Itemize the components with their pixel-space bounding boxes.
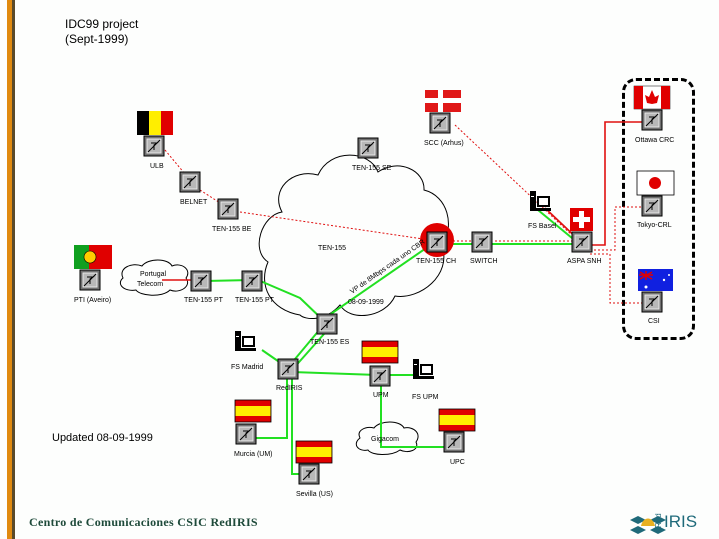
router-aspa-icon xyxy=(571,231,593,253)
link-upm-upc-green xyxy=(380,380,446,448)
label-ottawa: Ottawa CRC xyxy=(635,137,674,144)
router-sevilla-icon xyxy=(298,463,320,485)
label-ten155-cloud: TEN-155 xyxy=(318,245,346,252)
router-switch-icon xyxy=(471,231,493,253)
label-ten155be: TEN-155 BE xyxy=(212,226,252,233)
router-ten155pt-b-icon xyxy=(241,270,263,292)
router-ulb-icon xyxy=(143,135,165,157)
spain-flag-upm xyxy=(361,340,399,364)
router-csi-icon xyxy=(641,291,663,313)
router-upm-icon xyxy=(369,365,391,387)
fs-madrid-pc-icon xyxy=(235,331,256,351)
footer-org: Centro de Comunicaciones CSIC RedIRIS xyxy=(29,515,258,529)
label-fs-basel: FS Basel xyxy=(528,223,557,230)
link-aspa-csi xyxy=(590,253,642,304)
link-basel-aspa-green xyxy=(537,209,579,244)
canada-flag xyxy=(633,85,671,110)
portugal-flag xyxy=(74,245,112,269)
label-gigacom: Gigacom xyxy=(371,436,399,443)
label-ten155ch: TEN-155 CH xyxy=(416,258,456,265)
router-pti-icon xyxy=(79,269,101,291)
spain-flag-murcia xyxy=(234,399,272,423)
label-pti: PTI (Aveiro) xyxy=(74,297,111,304)
denmark-flag xyxy=(425,90,461,112)
label-portugal-2: Telecom xyxy=(137,281,163,288)
label-upc: UPC xyxy=(450,459,465,466)
router-ten155be-icon xyxy=(217,198,239,220)
link-rediris-murcia-green xyxy=(256,378,288,439)
rediris-logo-text: IRIS xyxy=(664,512,698,531)
updated-date: Updated 08-09-1999 xyxy=(52,432,153,444)
label-csi: CSI xyxy=(648,318,660,325)
rediris-logo xyxy=(630,516,666,534)
label-portugal-1: Portugal xyxy=(140,271,167,278)
router-ottawa-icon xyxy=(641,109,663,131)
label-sevilla: Sevilla (US) xyxy=(296,491,333,498)
label-ten155es: TEN-155 ES xyxy=(310,339,350,346)
router-upc-icon xyxy=(443,431,465,453)
router-ten155ch-icon xyxy=(426,231,448,253)
link-scc-aspa xyxy=(454,124,576,239)
router-rediris-icon xyxy=(277,358,299,380)
label-fs-madrid: FS Madrid xyxy=(231,364,263,371)
label-ten155pt-a: TEN-155 PT xyxy=(184,297,224,304)
spain-flag-upc xyxy=(438,408,476,432)
label-upm: UPM xyxy=(373,392,389,399)
router-murcia-icon xyxy=(235,423,257,445)
router-belnet-icon xyxy=(179,171,201,193)
router-ten155es-icon xyxy=(316,313,338,335)
label-date-annotation: 08-09-1999 xyxy=(348,299,384,306)
router-ten155se-icon xyxy=(357,137,379,159)
label-belnet: BELNET xyxy=(180,199,208,206)
router-ten155pt-a-icon xyxy=(190,270,212,292)
fs-upm-pc-icon xyxy=(413,359,434,379)
label-ten155pt-b: TEN-155 PT xyxy=(235,297,275,304)
label-tokyo: Tokyo-CRL xyxy=(637,222,672,229)
link-belnet-ten155be xyxy=(199,189,229,209)
title-line-2: (Sept-1999) xyxy=(65,32,129,46)
left-accent-bar xyxy=(7,0,15,539)
router-scc-icon xyxy=(429,112,451,134)
label-ten155se: TEN-155 SE xyxy=(352,165,392,172)
rediris-logo-prefix: Red xyxy=(654,513,663,528)
label-ulb: ULB xyxy=(150,163,164,170)
japan-flag xyxy=(636,170,675,196)
label-aspa: ASPA SNH xyxy=(567,258,602,265)
portugal-cloud xyxy=(119,259,189,296)
link-rediris-upm-green xyxy=(291,371,379,376)
title-line-1: IDC99 project xyxy=(65,17,139,31)
overseas-group-box xyxy=(622,78,695,340)
label-murcia: Murcia (UM) xyxy=(234,451,273,458)
fs-basel-pc-icon xyxy=(530,191,551,211)
switzerland-flag xyxy=(570,208,593,231)
australia-flag xyxy=(638,269,673,291)
belgium-flag xyxy=(137,111,173,135)
link-ten155be-ch xyxy=(239,211,431,241)
link-aspa-tokyo xyxy=(590,206,642,251)
label-fs-upm: FS UPM xyxy=(412,394,439,401)
router-tokyo-icon xyxy=(641,195,663,217)
label-scc: SCC (Arhus) xyxy=(424,140,464,147)
diagram-title: IDC99 project (Sept-1999) xyxy=(65,17,138,47)
label-switch: SWITCH xyxy=(470,258,498,265)
ten155-cloud xyxy=(258,154,449,320)
link-aspa-ottawa xyxy=(590,121,642,246)
spain-flag-sevilla xyxy=(295,440,333,464)
label-rediris: RedIRIS xyxy=(276,385,303,392)
